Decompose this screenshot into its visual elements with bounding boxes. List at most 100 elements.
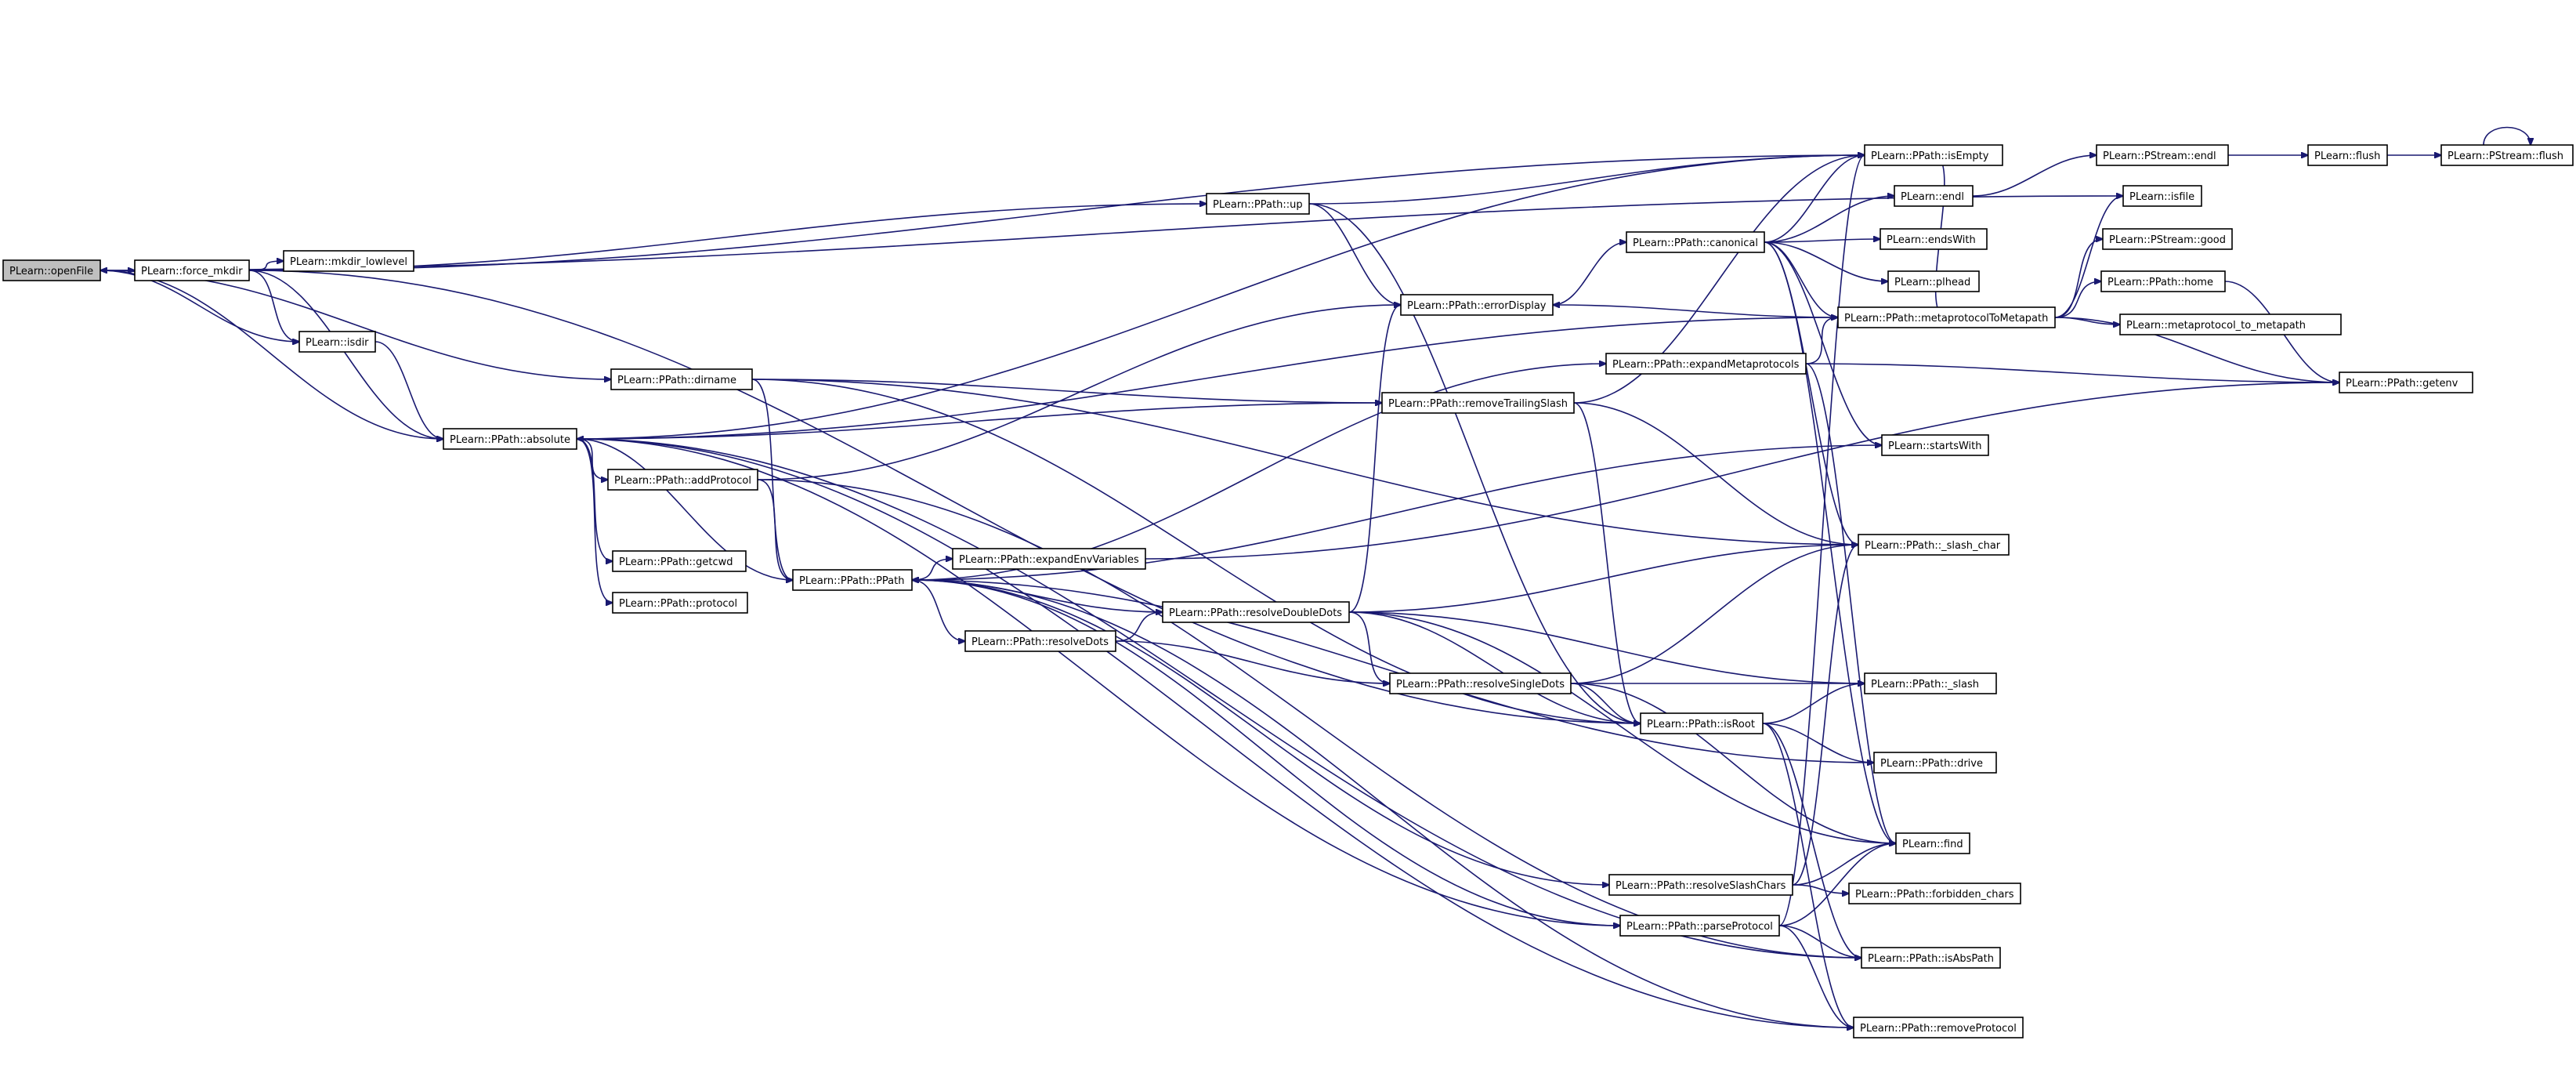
node-endsWith[interactable]: PLearn::endsWith (1880, 228, 1988, 250)
edge-parseProtocol-to-isEmpty (1778, 155, 1865, 926)
node-pstream-flush[interactable]: PLearn::PStream::flush (2440, 144, 2574, 166)
node-find[interactable]: PLearn::find (1895, 832, 1970, 854)
edge-path (2483, 126, 2531, 146)
node-endl[interactable]: PLearn::endl (1894, 185, 1974, 207)
edge-path (248, 270, 443, 439)
node-openFile[interactable]: PLearn::openFile (2, 259, 101, 281)
node-slash-char[interactable]: PLearn::PPath::_slash_char (1858, 534, 2010, 556)
edge-path (100, 195, 2124, 270)
node-pstream-good[interactable]: PLearn::PStream::good (2102, 228, 2233, 250)
node-isEmpty[interactable]: PLearn::PPath::isEmpty (1864, 144, 2003, 166)
edge-path (576, 403, 1382, 440)
edge-path (576, 438, 613, 561)
node-box (2102, 228, 2233, 250)
edge-path (1764, 241, 1888, 281)
node-isfile[interactable]: PLearn::isfile (2122, 185, 2202, 207)
node-removeProtocol[interactable]: PLearn::PPath::removeProtocol (1853, 1017, 2024, 1038)
node-label: PLearn::PPath::expandEnvVariables (959, 554, 1139, 566)
node-slash[interactable]: PLearn::PPath::_slash (1864, 672, 1997, 694)
node-up[interactable]: PLearn::PPath::up (1206, 193, 1310, 215)
edge-parseProtocol-to-removeProtocol (1778, 925, 1854, 1028)
node-expandMetaprotocols[interactable]: PLearn::PPath::expandMetaprotocols (1605, 353, 1807, 375)
node-pstream-endl[interactable]: PLearn::PStream::endl (2096, 144, 2229, 166)
node-force-mkdir[interactable]: PLearn::force_mkdir (134, 259, 250, 281)
node-box (1608, 874, 1793, 896)
node-box (612, 592, 748, 614)
node-label: PLearn::PStream::flush (2448, 150, 2563, 162)
edge-path (248, 155, 1865, 271)
edge-resolveSingleDots-to-find (1570, 683, 1896, 843)
node-removeTrailingSlash[interactable]: PLearn::PPath::removeTrailingSlash (1381, 392, 1575, 414)
node-dirname[interactable]: PLearn::PPath::dirname (610, 368, 753, 390)
node-expandEnvVariables[interactable]: PLearn::PPath::expandEnvVariables (952, 548, 1146, 570)
edge-metaprotocolToMetapath-to-metaprotocol-to-metapath (2054, 317, 2120, 324)
node-label: PLearn::PPath::resolveSingleDots (1396, 679, 1565, 690)
edge-openFile-to-dirname (99, 270, 611, 379)
edge-resolveDots-to-resolveDoubleDots (1115, 612, 1163, 642)
edge-path (576, 438, 1854, 1028)
edge-removeProtocol-to-PPath (912, 580, 1854, 1028)
node-mkdir-lowlevel[interactable]: PLearn::mkdir_lowlevel (283, 250, 414, 272)
node-metaprotocolToMetapath[interactable]: PLearn::PPath::metaprotocolToMetapath (1837, 306, 2056, 328)
edge-path (1778, 843, 1896, 926)
node-label: PLearn::PPath::drive (1880, 758, 1983, 770)
node-label: PLearn::flush (2314, 150, 2380, 162)
edge-resolveSlashChars-to-slash-char (1792, 545, 1858, 886)
node-label: PLearn::PPath::up (1213, 199, 1303, 211)
node-parseProtocol[interactable]: PLearn::PPath::parseProtocol (1619, 915, 1780, 937)
edge-path (1762, 723, 1861, 958)
edge-path (1762, 723, 1854, 1028)
edge-path (1348, 611, 1641, 723)
edge-expandMetaprotocols-to-getenv (1805, 363, 2339, 382)
node-isRoot[interactable]: PLearn::PPath::isRoot (1640, 712, 1764, 734)
node-protocol[interactable]: PLearn::PPath::protocol (612, 592, 748, 614)
edge-path (1348, 611, 1896, 843)
node-resolveSlashChars[interactable]: PLearn::PPath::resolveSlashChars (1608, 874, 1793, 896)
edge-path (1552, 242, 1626, 306)
edge-force-mkdir-to-isdir (248, 270, 299, 342)
node-absolute[interactable]: PLearn::PPath::absolute (443, 428, 577, 450)
node-box (1206, 193, 1310, 215)
edge-path (576, 438, 613, 603)
node-drive[interactable]: PLearn::PPath::drive (1873, 752, 1997, 774)
node-flush[interactable]: PLearn::flush (2307, 144, 2388, 166)
node-startsWith[interactable]: PLearn::startsWith (1881, 434, 1989, 456)
edge-force-mkdir-to-isRoot (248, 270, 1641, 723)
node-resolveSingleDots[interactable]: PLearn::PPath::resolveSingleDots (1389, 672, 1572, 694)
node-home[interactable]: PLearn::PPath::home (2100, 270, 2226, 292)
node-isAbsPath[interactable]: PLearn::PPath::isAbsPath (1861, 947, 2001, 969)
node-PPath[interactable]: PLearn::PPath::PPath (792, 569, 913, 591)
edge-path (912, 580, 1875, 763)
node-label: PLearn::PPath::home (2107, 277, 2213, 288)
edge-path (99, 270, 611, 379)
edge-path (1570, 545, 1858, 684)
node-label: PLearn::PPath::resolveDots (971, 636, 1109, 648)
edge-path (1348, 545, 1858, 613)
node-box (443, 428, 577, 450)
node-label: PLearn::endl (1901, 191, 1964, 203)
node-canonical[interactable]: PLearn::PPath::canonical (1626, 231, 1765, 253)
node-metaprotocol-to-metapath[interactable]: PLearn::metaprotocol_to_metapath (2119, 314, 2342, 335)
node-resolveDoubleDots[interactable]: PLearn::PPath::resolveDoubleDots (1162, 601, 1350, 623)
node-box (2122, 185, 2202, 207)
node-isdir[interactable]: PLearn::isdir (298, 331, 376, 353)
node-getenv[interactable]: PLearn::PPath::getenv (2339, 372, 2473, 393)
node-box (2, 259, 101, 281)
node-resolveDots[interactable]: PLearn::PPath::resolveDots (964, 630, 1116, 652)
edge-path (1115, 640, 1390, 683)
edge-path (374, 341, 443, 439)
edge-isRoot-to-isAbsPath (1762, 723, 1861, 958)
node-errorDisplay[interactable]: PLearn::PPath::errorDisplay (1400, 294, 1554, 316)
node-label: PLearn::PPath::dirname (617, 375, 736, 386)
edge-openFile-to-isdir (99, 270, 299, 342)
node-getcwd[interactable]: PLearn::PPath::getcwd (612, 550, 747, 572)
node-box (792, 569, 913, 591)
edge-metaprotocolToMetapath-to-getenv (2054, 317, 2339, 382)
node-forbidden-chars[interactable]: PLearn::PPath::forbidden_chars (1848, 883, 2021, 904)
edge-resolveDoubleDots-to-isRoot (1348, 611, 1641, 723)
node-label: PLearn::PPath::isAbsPath (1868, 953, 1994, 965)
node-addProtocol[interactable]: PLearn::PPath::addProtocol (607, 469, 758, 491)
edge-metaprotocolToMetapath-to-isfile (2054, 196, 2123, 318)
node-pl-head[interactable]: PLearn::plhead (1887, 270, 1980, 292)
